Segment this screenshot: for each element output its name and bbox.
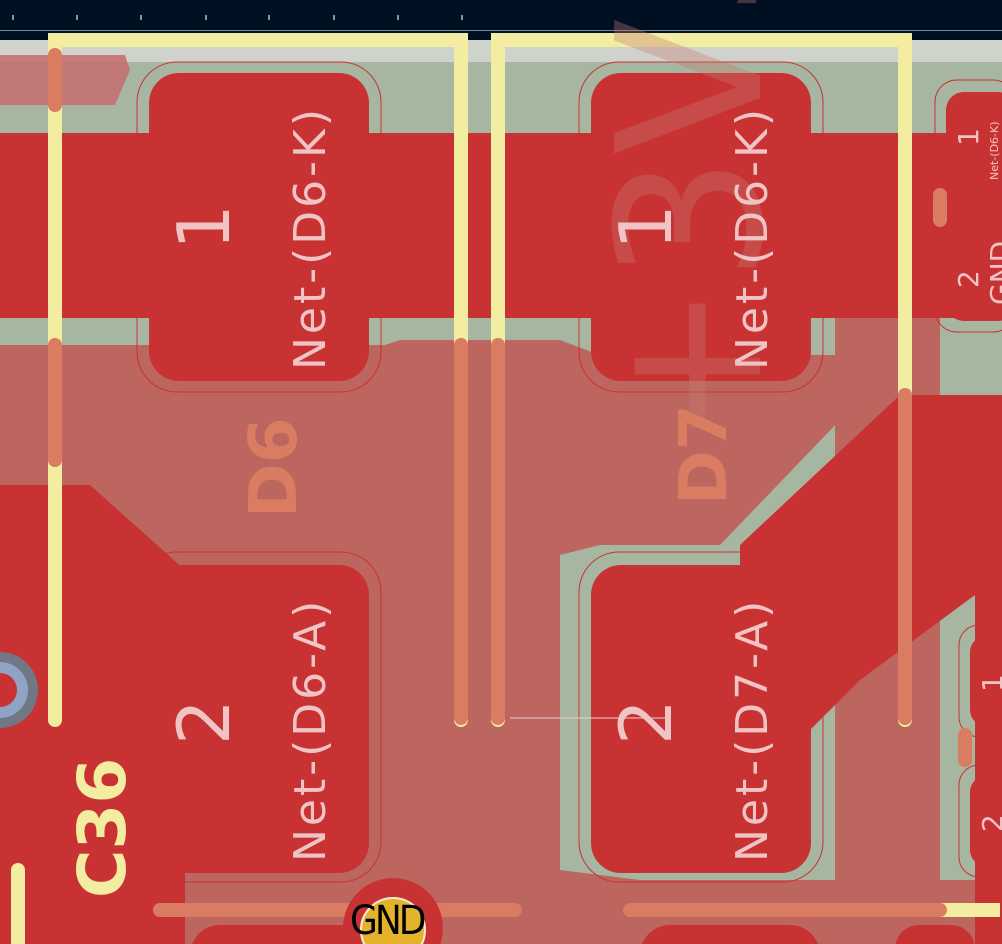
d7-pad-2-net: Net-(D7-A) bbox=[727, 597, 778, 862]
d6-pad-2-net: Net-(D6-A) bbox=[285, 597, 336, 862]
zone-net-label: +3V3 bbox=[575, 0, 808, 450]
right-pad-1-net: Net-(D6-K) bbox=[988, 121, 1001, 180]
right-pad-1[interactable] bbox=[946, 92, 1002, 182]
right-pad-2-number: 2 bbox=[952, 270, 985, 288]
pad-clearance-outline bbox=[578, 551, 824, 883]
grid-tick bbox=[397, 15, 399, 20]
right-pad-3[interactable] bbox=[970, 636, 1002, 726]
board-outline-line bbox=[0, 30, 1002, 31]
grid-tick bbox=[76, 15, 78, 20]
d7-pad-2[interactable] bbox=[591, 565, 811, 873]
d6-reference: D6 bbox=[235, 417, 312, 518]
pad-clearance-outline bbox=[934, 219, 1002, 333]
d6-pad-2[interactable] bbox=[149, 565, 369, 873]
pad-clearance-outline bbox=[136, 61, 382, 393]
via-left[interactable] bbox=[0, 652, 38, 728]
bottom-pad[interactable] bbox=[895, 925, 975, 944]
pad-clearance-outline bbox=[934, 79, 1002, 193]
bottom-pad[interactable] bbox=[640, 925, 820, 944]
c36-pad[interactable] bbox=[62, 932, 142, 944]
gnd-via[interactable] bbox=[343, 878, 443, 944]
d6-pad-1[interactable] bbox=[149, 73, 369, 381]
pad-clearance-outline bbox=[578, 61, 824, 393]
grid-tick bbox=[140, 15, 142, 20]
pad-clearance-outline bbox=[958, 764, 1002, 878]
d7-reference: D7 bbox=[665, 404, 742, 505]
copper-trace-right[interactable] bbox=[975, 575, 1002, 944]
d6-pad-1-number: 1 bbox=[162, 204, 246, 250]
copper-trace-net-d6-a[interactable] bbox=[0, 485, 185, 944]
c36-reference: C36 bbox=[64, 757, 141, 898]
grid-tick bbox=[205, 15, 207, 20]
d7-pad-1-net: Net-(D6-K) bbox=[727, 105, 778, 370]
bottom-pad[interactable] bbox=[190, 925, 390, 944]
right-pad-4-number: 2 bbox=[976, 814, 1002, 832]
courtyard-lines bbox=[48, 48, 972, 917]
grid-tick bbox=[268, 15, 270, 20]
d7-pad-1-number: 1 bbox=[604, 204, 688, 250]
d6-pad-1-net: Net-(D6-K) bbox=[285, 105, 336, 370]
grid-tick bbox=[333, 15, 335, 20]
right-pad-3-number: 1 bbox=[976, 674, 1002, 692]
grid-tick bbox=[461, 15, 463, 20]
right-pad-2-net: GND bbox=[984, 240, 1002, 305]
pad-clearance-outline bbox=[136, 551, 382, 883]
d7-pad-1[interactable] bbox=[591, 73, 811, 381]
gnd-via-label: GND bbox=[350, 898, 427, 944]
top-grid-area bbox=[0, 0, 1002, 30]
pad-clearance-outline bbox=[49, 919, 151, 944]
right-pad-2-gnd[interactable] bbox=[946, 231, 1002, 321]
right-pad-4[interactable] bbox=[970, 776, 1002, 866]
grid-tick bbox=[12, 15, 14, 20]
d6-pad-2-number: 2 bbox=[162, 699, 246, 745]
d7-pad-2-number: 2 bbox=[604, 699, 688, 745]
right-pad-1-number: 1 bbox=[952, 128, 985, 146]
pad-clearance-outline bbox=[958, 624, 1002, 738]
